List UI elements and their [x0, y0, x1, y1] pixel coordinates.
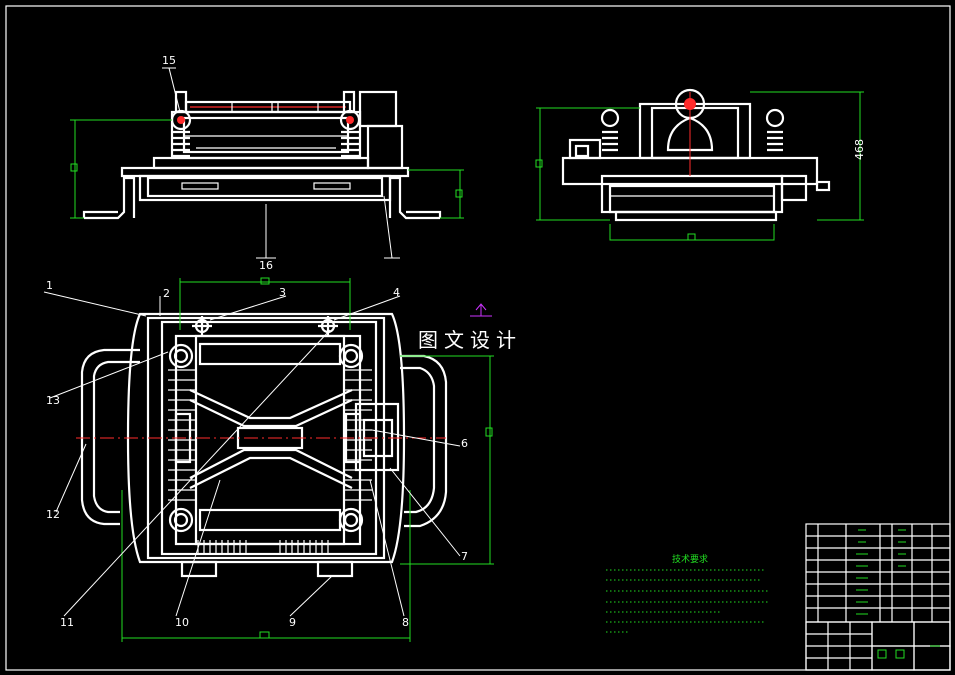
- part-label-7: 7: [461, 550, 468, 563]
- part-label-6: 6: [461, 437, 468, 450]
- front-view: [70, 67, 464, 259]
- part-label-13: 13: [46, 394, 60, 407]
- part-label-8: 8: [402, 616, 409, 629]
- title-block: [805, 523, 951, 671]
- technical-notes: 技术要求: [606, 553, 768, 633]
- plan-view: [43, 277, 494, 642]
- part-labels: 15 16 1 2 3 4 13 6 12 7 11 10 9 8: [46, 54, 468, 629]
- part-label-10: 10: [175, 616, 189, 629]
- notes-title: 技术要求: [672, 553, 708, 565]
- part-label-3: 3: [279, 286, 286, 299]
- side-view: 468: [535, 88, 866, 241]
- overall-height-dimension: 468: [853, 139, 866, 160]
- drawing-frame: [5, 5, 951, 671]
- part-label-15: 16: [259, 259, 273, 272]
- part-label-14: 15: [162, 54, 176, 67]
- part-label-12: 12: [46, 508, 60, 521]
- brand-watermark: 图文设计: [418, 328, 522, 352]
- part-label-11: 11: [60, 616, 74, 629]
- part-label-2: 2: [163, 287, 170, 300]
- part-label-1: 1: [46, 279, 53, 292]
- part-label-9: 9: [289, 616, 296, 629]
- part-label-4: 4: [393, 286, 400, 299]
